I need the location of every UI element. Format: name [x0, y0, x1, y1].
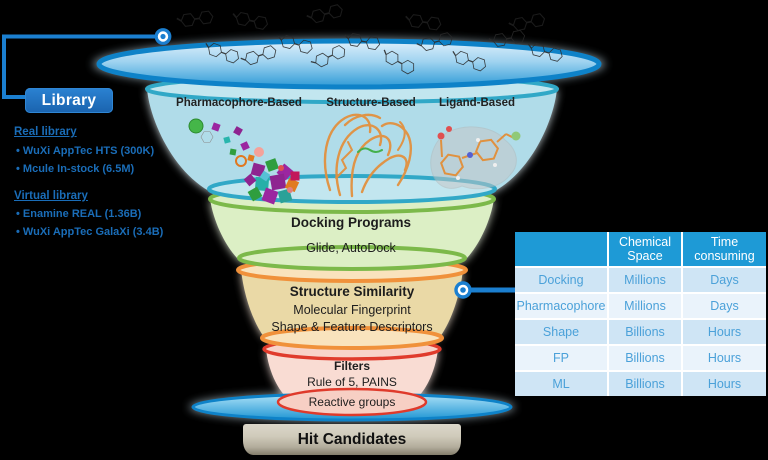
funnel-top-dish [96, 38, 602, 90]
table-cell-method: Docking [515, 268, 607, 292]
virtual-library-heading: Virtual library [14, 190, 88, 202]
table-cell-time: Hours [683, 320, 766, 344]
table-cell-time: Days [683, 294, 766, 318]
protein-structure-image [323, 113, 412, 198]
filters-title: Filters [333, 359, 371, 373]
library-callout-marker [154, 28, 172, 45]
library-callout-connector [2, 34, 163, 99]
shape-feature-descriptors-label: Shape & Feature Descriptors [271, 320, 433, 334]
table-header-chemical-space: Chemical Space [609, 232, 681, 266]
docking-programs-subtitle: Glide, AutoDock [306, 241, 396, 255]
table-cell-time: Hours [683, 346, 766, 370]
table-cell-space: Billions [609, 346, 681, 370]
real-library-item: WuXi AppTec HTS (300K) [16, 145, 154, 157]
reactive-groups-ellipse [276, 387, 428, 417]
table-cell-space: Millions [609, 294, 681, 318]
table-cell-time: Days [683, 268, 766, 292]
table-cell-space: Millions [609, 268, 681, 292]
table-cell-method: ML [515, 372, 607, 396]
virtual-library-item: WuXi AppTec GalaXi (3.4B) [16, 226, 163, 238]
table-header-blank [515, 232, 607, 266]
funnel-layer-similarity-body [241, 270, 463, 347]
molecular-fingerprint-label: Molecular Fingerprint [293, 303, 411, 317]
table-callout-marker [454, 281, 472, 299]
table-cell-time: Hours [683, 372, 766, 396]
table-cell-method: Shape [515, 320, 607, 344]
table-cell-method: Pharmacophore [515, 294, 607, 318]
table-cell-space: Billions [609, 372, 681, 396]
structure-similarity-title: Structure Similarity [289, 284, 415, 299]
label-pharmacophore-based: Pharmacophore-Based [176, 97, 302, 109]
reactive-groups-label: Reactive groups [308, 395, 396, 409]
table-header-time-consuming: Time consuming [683, 232, 766, 266]
rule-of-5-pains-label: Rule of 5, PAINS [307, 375, 397, 389]
comparison-table: Chemical Space Time consuming Docking Mi… [515, 232, 766, 396]
hit-candidates-box: Hit Candidates [243, 424, 461, 455]
label-structure-based: Structure-Based [326, 97, 416, 109]
library-label-box: Library [25, 88, 113, 113]
table-cell-space: Billions [609, 320, 681, 344]
ligand-molecule-image [430, 126, 521, 190]
table-cell-method: FP [515, 346, 607, 370]
docking-programs-title: Docking Programs [290, 215, 412, 230]
label-ligand-based: Ligand-Based [438, 97, 516, 109]
real-library-heading: Real library [14, 126, 77, 138]
virtual-library-item: Enamine REAL (1.36B) [16, 208, 141, 220]
real-library-item: Mcule In-stock (6.5M) [16, 163, 134, 175]
pharmacophore-model-image [188, 118, 300, 205]
